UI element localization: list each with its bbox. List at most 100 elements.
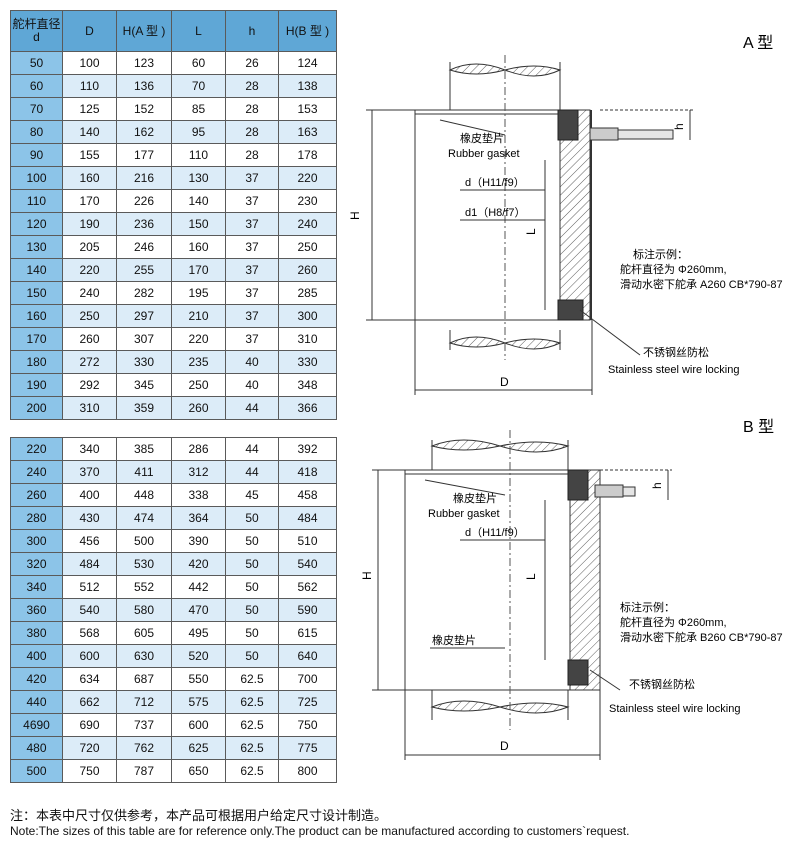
table-cell: 28 [225, 97, 279, 121]
table-cell: 240 [10, 460, 63, 484]
type-a-d-label: d（H11/f9） [465, 176, 525, 189]
table-cell: 737 [116, 713, 172, 737]
table-cell: 140 [62, 120, 117, 144]
table-cell: 100 [10, 166, 63, 190]
table-cell: 138 [278, 74, 337, 98]
type-b-example-line1: 舵杆直径为 Φ260mm, [620, 615, 727, 629]
table-cell: 37 [225, 304, 279, 328]
table-cell: 170 [62, 189, 117, 213]
table-cell: 260 [10, 483, 63, 507]
table-cell: 400 [62, 483, 117, 507]
table-cell: 44 [225, 460, 279, 484]
table-cell: 520 [171, 644, 226, 668]
table-cell: 100 [62, 51, 117, 75]
table-cell: 590 [278, 598, 337, 622]
table-cell: 50 [225, 598, 279, 622]
table-cell: 136 [116, 74, 172, 98]
table-cell: 630 [116, 644, 172, 668]
table-cell: 170 [10, 327, 63, 351]
table-cell: 725 [278, 690, 337, 714]
table-cell: 260 [171, 396, 226, 420]
table-cell: 458 [278, 483, 337, 507]
header-H-B: H(B 型 ) [278, 10, 337, 52]
type-a-title: A 型 [743, 34, 773, 52]
table-cell: 552 [116, 575, 172, 599]
table-cell: 500 [116, 529, 172, 553]
type-a-lock-en: Stainless steel wire locking [608, 364, 739, 376]
table-cell: 297 [116, 304, 172, 328]
type-b-rubber2-cn: 橡皮垫片 [432, 633, 476, 647]
type-a-H-label: H [348, 211, 362, 220]
table-cell: 28 [225, 143, 279, 167]
table-cell: 153 [278, 97, 337, 121]
table-cell: 60 [171, 51, 226, 75]
table-cell: 28 [225, 120, 279, 144]
table-cell: 605 [116, 621, 172, 645]
table-cell: 180 [10, 350, 63, 374]
table-cell: 120 [10, 212, 63, 236]
table-cell: 340 [62, 437, 117, 461]
type-a-lock-cn: 不锈钢丝防松 [643, 345, 709, 359]
table-cell: 272 [62, 350, 117, 374]
table-cell: 420 [171, 552, 226, 576]
table-cell: 787 [116, 759, 172, 783]
table-cell: 230 [278, 189, 337, 213]
table-cell: 85 [171, 97, 226, 121]
table-cell: 226 [116, 189, 172, 213]
table-cell: 140 [171, 189, 226, 213]
type-b-H-label: H [360, 571, 374, 580]
table-cell: 110 [62, 74, 117, 98]
table-cell: 456 [62, 529, 117, 553]
type-a-diagram: A 型 H L h D [348, 34, 783, 395]
type-b-D-label: D [500, 739, 509, 753]
table-cell: 70 [171, 74, 226, 98]
table-cell: 615 [278, 621, 337, 645]
table-cell: 150 [171, 212, 226, 236]
table-cell: 40 [225, 350, 279, 374]
table-cell: 190 [62, 212, 117, 236]
table-cell: 650 [171, 759, 226, 783]
table-cell: 70 [10, 97, 63, 121]
table-cell: 160 [62, 166, 117, 190]
table-cell: 240 [62, 281, 117, 305]
table-cell: 110 [10, 189, 63, 213]
table-cell: 260 [278, 258, 337, 282]
type-a-D-label: D [500, 375, 509, 389]
note-en: Note:The sizes of this table are for ref… [10, 824, 630, 838]
table-cell: 775 [278, 736, 337, 760]
table-cell: 360 [10, 598, 63, 622]
table-cell: 712 [116, 690, 172, 714]
table-cell: 292 [62, 373, 117, 397]
table-cell: 37 [225, 258, 279, 282]
table-cell: 60 [10, 74, 63, 98]
table-cell: 62.5 [225, 667, 279, 691]
type-b-example-title: 标注示例： [620, 600, 675, 614]
table-cell: 484 [278, 506, 337, 530]
table-cell: 50 [225, 506, 279, 530]
table-cell: 37 [225, 235, 279, 259]
type-b-rubber-cn: 橡皮垫片 [453, 491, 497, 505]
table-cell: 662 [62, 690, 117, 714]
table-cell: 220 [62, 258, 117, 282]
table-cell: 512 [62, 575, 117, 599]
table-cell: 37 [225, 281, 279, 305]
table-cell: 37 [225, 166, 279, 190]
type-a-example-line1: 舵杆直径为 Φ260mm, [620, 262, 727, 276]
table-cell: 195 [171, 281, 226, 305]
table-cell: 285 [278, 281, 337, 305]
table-cell: 50 [225, 552, 279, 576]
header-d: 舵杆直径 d [10, 10, 63, 52]
type-a-L-label: L [524, 228, 538, 235]
type-b-d-label: d（H11/f9） [465, 526, 525, 539]
